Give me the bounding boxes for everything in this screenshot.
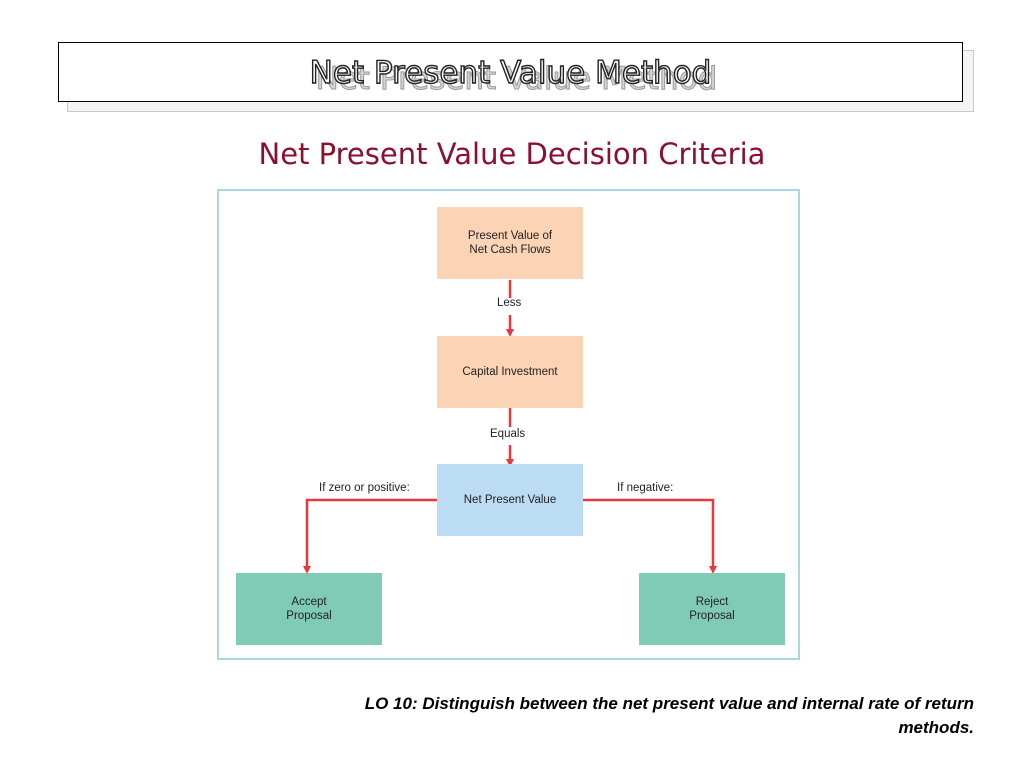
edge-label-negative: If negative: [617,482,674,494]
title-text-shadow: Net Present Value Method [315,61,718,98]
page-title: Net Present Value Method [309,54,712,91]
node-reject-proposal: Reject Proposal [639,573,785,645]
diagram-connectors [303,280,717,574]
arrow-reject [583,498,717,574]
node-present-value: Present Value of Net Cash Flows [437,207,583,279]
edge-label-less: Less [497,297,522,309]
title-box: Net Present Value Method Net Present Val… [58,42,963,102]
slide-subtitle: Net Present Value Decision Criteria [258,137,766,171]
npv-decision-diagram: Present Value of Net Cash Flows Capital … [217,189,800,660]
arrow-accept [303,498,437,574]
node-net-present-value: Net Present Value [437,464,583,536]
node-accept-proposal: Accept Proposal [236,573,382,645]
edge-label-positive: If zero or positive: [319,482,410,494]
learning-objective: LO 10: Distinguish between the net prese… [364,694,974,737]
node-capital-investment: Capital Investment [437,336,583,408]
edge-label-equals: Equals [490,428,526,440]
